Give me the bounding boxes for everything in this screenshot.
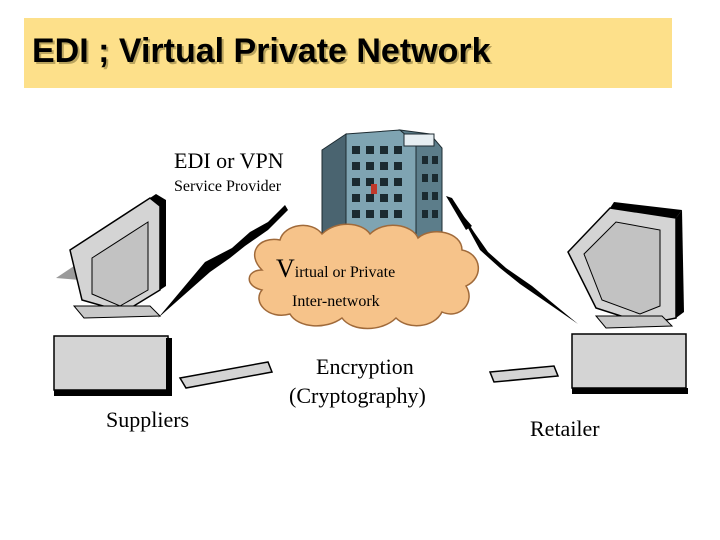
building-icon (321, 129, 443, 245)
cloud-label-line2: Inter-network (292, 293, 380, 310)
title-bar: EDI ; Virtual Private Network (24, 18, 672, 88)
cloud-shape (248, 223, 480, 330)
computer-icon-left (53, 194, 274, 396)
retailer-label: Retailer (530, 416, 600, 441)
cloud-label-initial: V (276, 254, 295, 283)
lightning-bolt-left (158, 205, 288, 318)
computer-icon-right (488, 202, 688, 394)
cloud-label-rest: irtual or Private (294, 264, 396, 281)
service-provider-title: EDI or VPN (174, 148, 284, 173)
cloud-label-line1: Virtual or Private (276, 254, 395, 284)
cryptography-label: (Cryptography) (289, 383, 426, 408)
encryption-label: Encryption (316, 354, 414, 379)
slide-title: EDI ; Virtual Private Network (32, 32, 491, 70)
service-provider-subtitle: Service Provider (174, 178, 282, 195)
suppliers-label: Suppliers (106, 407, 190, 432)
